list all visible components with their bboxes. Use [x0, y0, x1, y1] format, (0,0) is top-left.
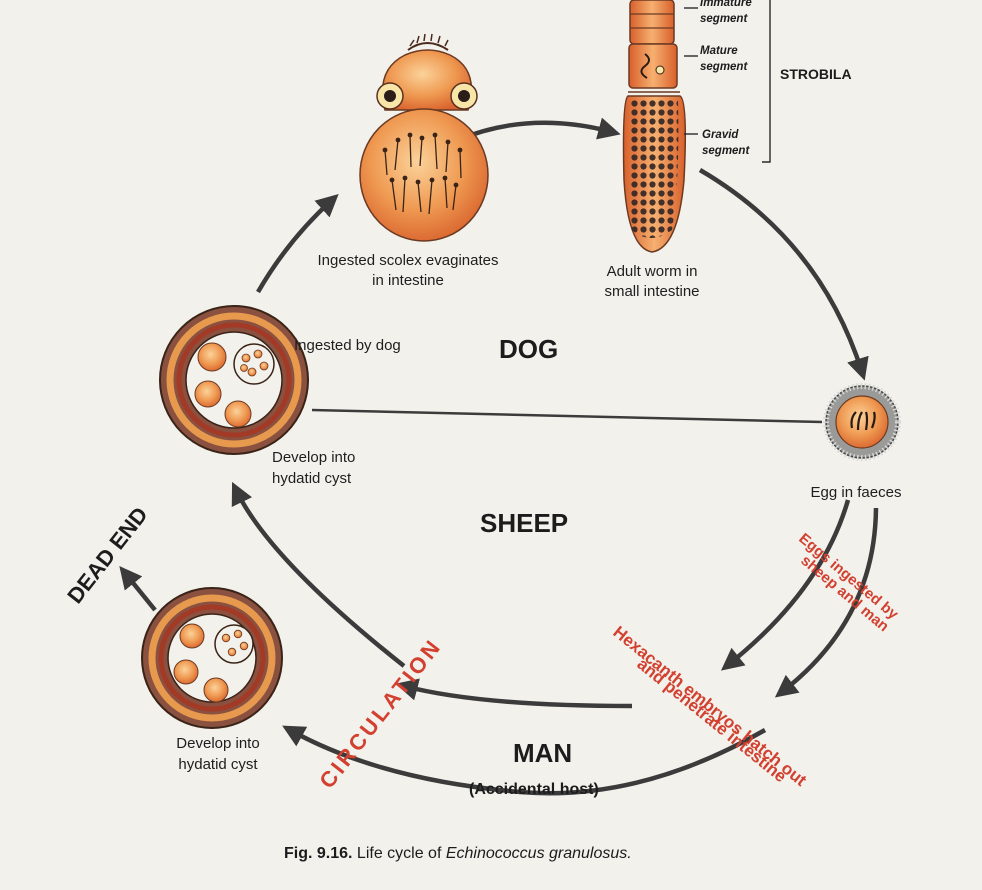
strobila-mature-label-2: segment: [700, 61, 748, 73]
host-man-note: (Accidental host): [469, 781, 599, 798]
cyst-man-label-line2: hydatid cyst: [178, 756, 258, 773]
strobila-immature-label-2: segment: [700, 13, 748, 25]
caption-species: Echinococcus granulosus.: [446, 845, 632, 862]
scolex-label-line2: in intestine: [372, 272, 444, 289]
caption-text: Life cycle of: [352, 845, 445, 862]
host-dog-label: DOG: [499, 334, 558, 364]
strobila-gravid-label-2: segment: [702, 145, 750, 157]
cyst-sheep-label-line2: hydatid cyst: [272, 470, 352, 487]
cyst-sheep-label-line1: Develop into: [272, 449, 355, 466]
adult-worm-label-line2: small intestine: [604, 283, 699, 300]
ingested-by-dog-label: Ingested by dog: [294, 337, 401, 354]
strobila-gravid-label-1: Gravid: [702, 129, 739, 141]
egg-label: Egg in faeces: [811, 484, 902, 501]
figure-caption: Fig. 9.16. Life cycle of Echinococcus gr…: [284, 845, 632, 862]
host-man-label: MAN: [513, 738, 572, 768]
hydatid-cyst-sheep-illustration: [160, 306, 308, 454]
host-sheep-label: SHEEP: [480, 508, 568, 538]
caption-prefix: Fig. 9.16.: [284, 845, 352, 862]
hydatid-cyst-man-illustration: [142, 588, 282, 728]
adult-worm-label-line1: Adult worm in: [607, 263, 698, 280]
scolex-label-line1: Ingested scolex evaginates: [318, 252, 499, 269]
strobila-mature-label-1: Mature: [700, 45, 738, 57]
strobila-immature-label-1: Immature: [700, 0, 752, 9]
egg-illustration: [826, 386, 898, 458]
cyst-man-label-line1: Develop into: [176, 735, 259, 752]
strobila-label: STROBILA: [780, 66, 852, 82]
